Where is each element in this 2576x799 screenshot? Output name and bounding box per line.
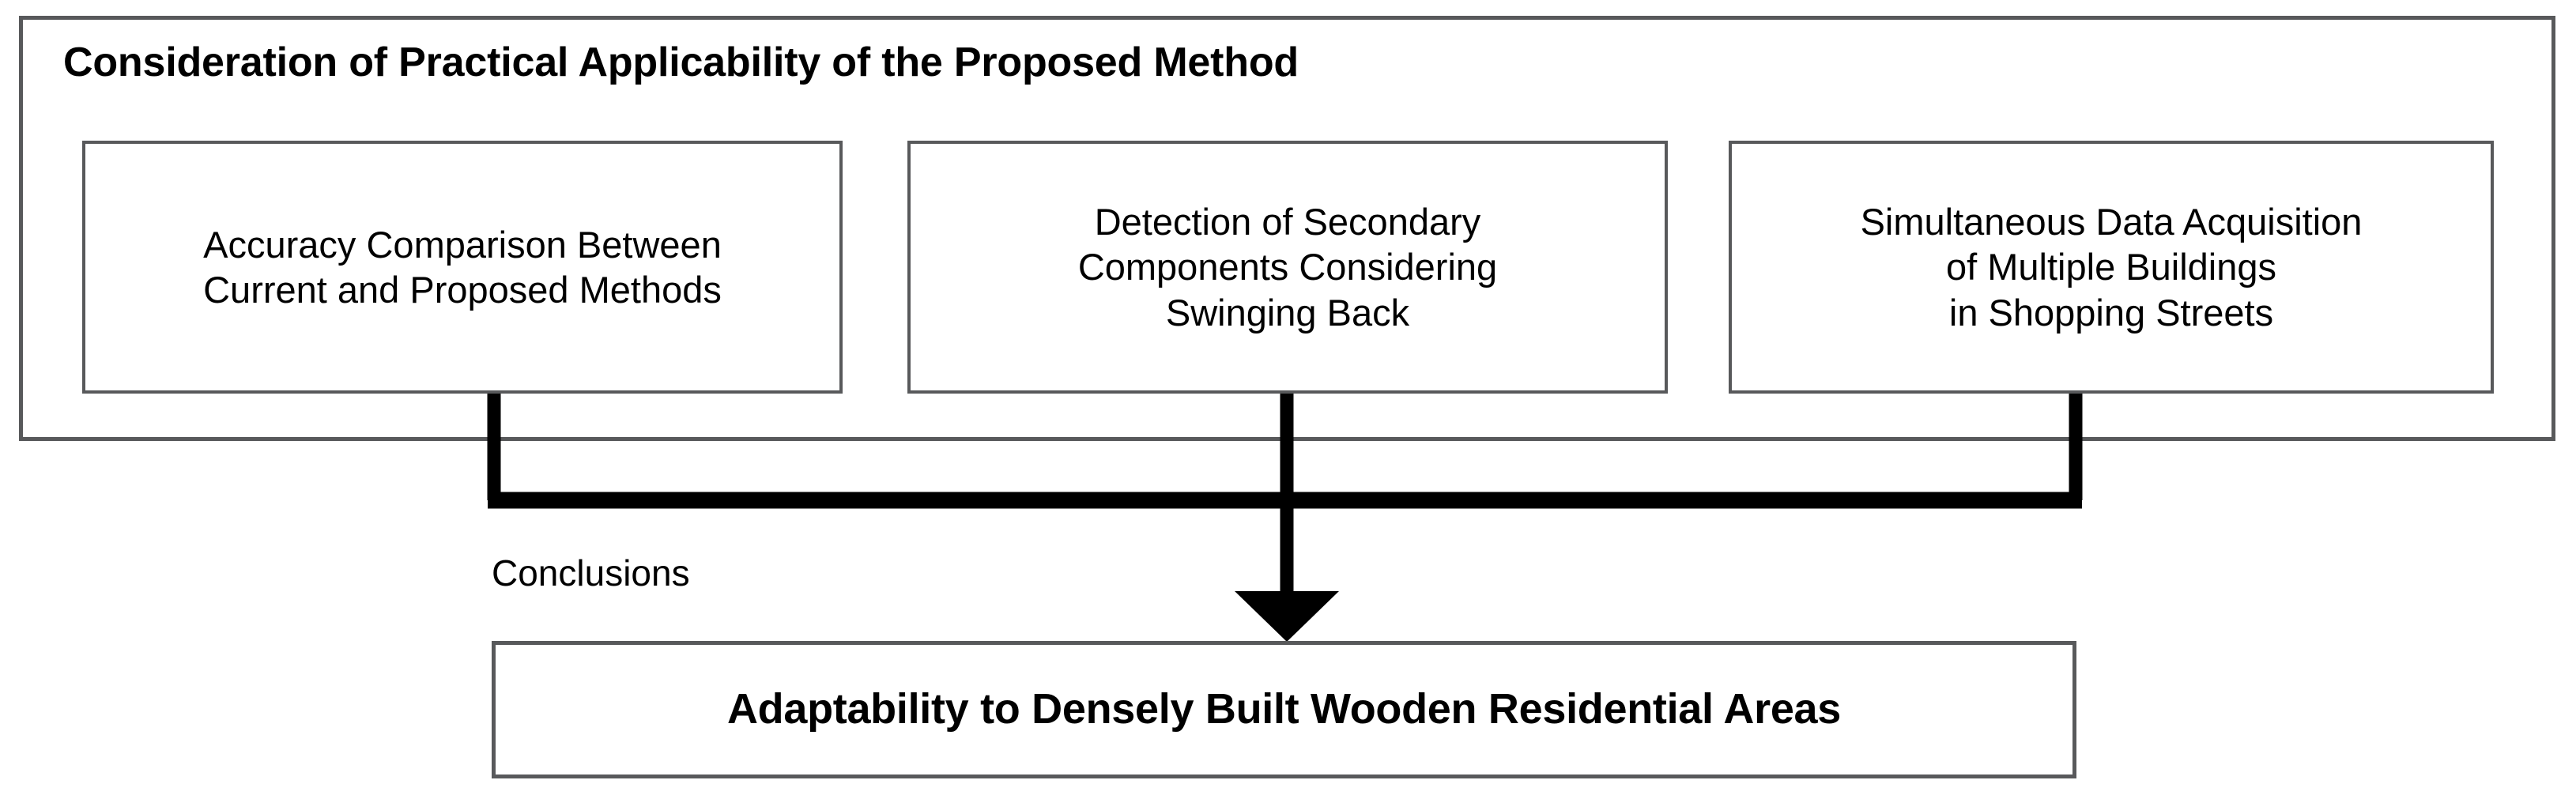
down-arrow-icon [1235, 591, 1339, 642]
conclusions-section-label: Conclusions [492, 552, 690, 594]
item-box-label: Accuracy Comparison Between Current and … [203, 223, 722, 311]
conclusion-statement: Adaptability to Densely Built Wooden Res… [726, 685, 1842, 733]
item-box-label: Detection of Secondary Components Consid… [1077, 201, 1498, 334]
conclusion-box: Adaptability to Densely Built Wooden Res… [492, 641, 2076, 778]
group-title: Consideration of Practical Applicability… [63, 40, 1299, 85]
item-box-simultaneous-acquisition: Simultaneous Data Acquisition of Multipl… [1729, 141, 2494, 394]
item-box-label: Simultaneous Data Acquisition of Multipl… [1860, 201, 2363, 334]
item-box-accuracy-comparison: Accuracy Comparison Between Current and … [82, 141, 843, 394]
item-box-secondary-components: Detection of Secondary Components Consid… [907, 141, 1668, 394]
